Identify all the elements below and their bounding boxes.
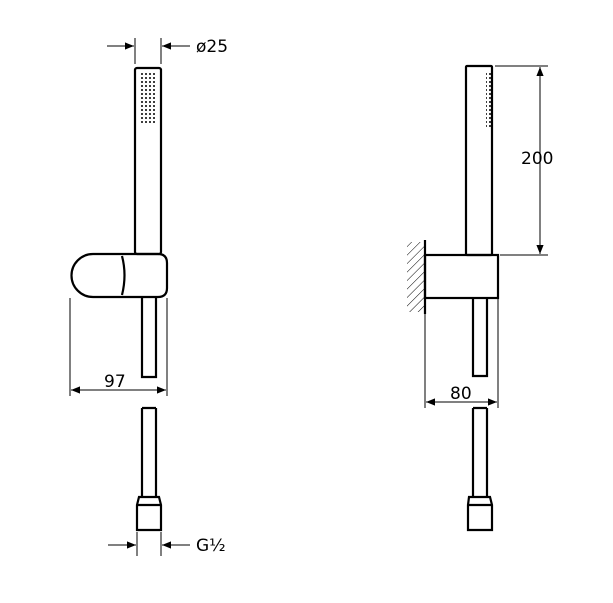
front-hose-lower <box>140 406 158 497</box>
front-thread-label: G½ <box>196 536 226 556</box>
side-depth-label: 80 <box>450 384 472 404</box>
side-hose-lower <box>471 406 489 497</box>
front-view: ø25 97 G½ <box>69 37 228 556</box>
side-hose-upper <box>471 298 489 378</box>
front-holder-seam <box>120 255 126 296</box>
side-hose-nut <box>466 495 494 532</box>
front-hose-nut <box>135 495 163 532</box>
front-diameter-label: ø25 <box>196 37 228 57</box>
front-projection-label: 97 <box>104 372 126 392</box>
side-length-label: 200 <box>521 149 553 169</box>
front-wall-holder <box>70 252 169 299</box>
front-hose-upper <box>140 297 158 379</box>
side-spray-face <box>486 73 492 127</box>
side-view: 200 80 <box>407 64 553 532</box>
front-spray-face <box>141 73 155 125</box>
side-wall-hatch <box>407 242 425 312</box>
side-wall-holder <box>423 253 500 300</box>
